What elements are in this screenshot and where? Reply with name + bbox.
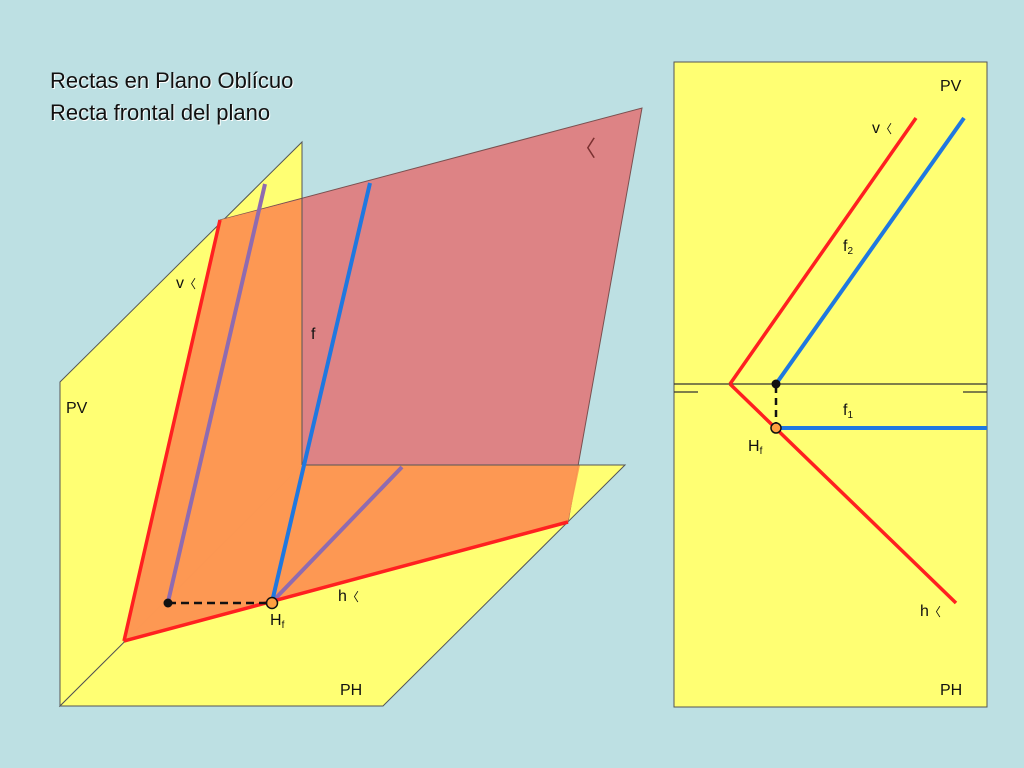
oblique-plane-lower [124,199,580,641]
point-on-ground-2d [771,379,781,389]
ph-label-right: PH [940,682,963,699]
v-trace-label-right: v〈 [872,120,893,137]
pv-label-left: PV [66,400,88,417]
h-trace-label-left: h〈 [338,588,359,605]
v-trace-label-left: v〈 [176,275,197,292]
point-on-ground [163,598,173,608]
point-hf-2d [770,422,782,434]
f2-projection [774,116,966,386]
right-dihedral-view [673,61,988,708]
h-trace-2d [728,382,958,605]
h-trace-label-right: h〈 [920,603,941,620]
point-hf-3d [265,596,279,610]
plane-symbol-label: 〈 [574,136,597,161]
v-trace-3d [122,219,222,642]
h-trace-projection [270,465,404,604]
frontal-line-f [270,182,372,603]
title-line-1: Rectas en Plano Oblícuo [50,68,294,93]
f-line-label: f [311,326,316,343]
hf-label-right: Hf [748,438,763,457]
left-3d-view [58,107,643,708]
frontal-line-projection-pv [166,183,267,603]
ph-label-left: PH [340,682,363,699]
hf-label-left: Hf [270,612,285,631]
f2-label: f2 [843,238,854,257]
v-trace-2d [728,116,918,386]
h-trace-3d [123,520,569,643]
title-line-2: Recta frontal del plano [50,100,271,125]
f1-label: f1 [843,402,854,421]
pv-label-right: PV [940,78,962,95]
